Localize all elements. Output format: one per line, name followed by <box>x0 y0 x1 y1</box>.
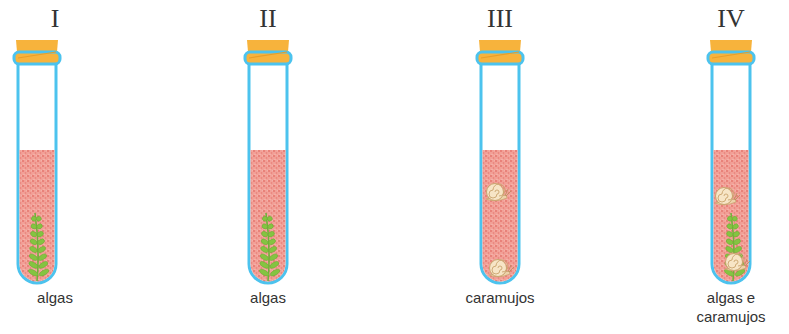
tube-number: IV <box>676 4 786 34</box>
test-tube-node: Ialgas <box>0 0 110 334</box>
test-tube <box>18 58 56 283</box>
tube-content-label: algas <box>213 288 323 307</box>
caramujo <box>715 188 740 205</box>
alga <box>723 213 746 281</box>
test-tube-outline <box>213 0 323 334</box>
tube-content-label: algas e caramujos <box>676 288 786 326</box>
roman-numeral: IV <box>717 4 744 34</box>
roman-numeral: III <box>487 4 513 34</box>
tube-rim <box>245 52 291 64</box>
cork-shade <box>481 52 519 58</box>
test-tube-node: IV algas e caramujos <box>676 0 786 334</box>
tube-rim <box>14 52 60 64</box>
caramujo <box>486 184 511 201</box>
cork-shade <box>249 52 287 58</box>
tube-number: II <box>213 4 323 34</box>
caption-text: algas <box>37 288 73 307</box>
test-tube <box>481 58 519 283</box>
alga <box>27 213 50 281</box>
cork-shade <box>18 52 56 58</box>
tube-rim <box>477 52 523 64</box>
roman-numeral: I <box>51 4 60 34</box>
test-tube-node: II algas <box>213 0 323 334</box>
caption-text: algas e caramujos <box>685 288 777 326</box>
test-tube-outline <box>445 0 555 334</box>
caramujo <box>725 254 750 271</box>
liquid <box>20 150 55 282</box>
roman-numeral: II <box>259 4 276 34</box>
alga <box>258 213 281 281</box>
caption-text: algas <box>250 288 286 307</box>
tube-content-label: algas <box>0 288 110 307</box>
cork-shade <box>712 52 750 58</box>
liquid <box>483 150 518 282</box>
test-tube <box>712 58 750 283</box>
liquid <box>251 150 286 282</box>
caption-text: caramujos <box>465 288 534 307</box>
caramujo <box>489 260 514 277</box>
test-tube-outline <box>676 0 786 334</box>
test-tube-outline <box>0 0 110 334</box>
tube-number: I <box>0 4 110 34</box>
tube-content-label: caramujos <box>445 288 555 307</box>
tube-rim <box>708 52 754 64</box>
tube-number: III <box>445 4 555 34</box>
liquid <box>714 150 749 282</box>
test-tube <box>249 58 287 283</box>
test-tube-node: III caramujos <box>445 0 555 334</box>
